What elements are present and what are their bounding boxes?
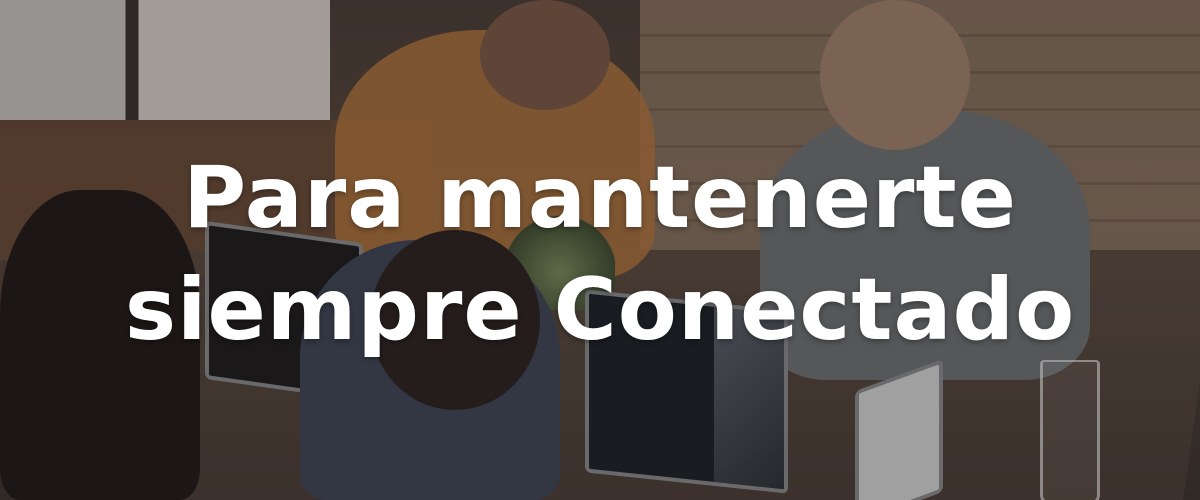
window [0,0,330,134]
glass [1040,360,1100,500]
person-orange-head [480,0,610,110]
person-left [0,190,200,500]
headline-line-1: Para mantenerte [183,148,1017,248]
person-grey-head [820,0,970,150]
person-front-head-headphones [370,230,540,410]
person-grey-shirt [760,110,1090,380]
headline-line-2: siempre Conectado [124,260,1076,360]
